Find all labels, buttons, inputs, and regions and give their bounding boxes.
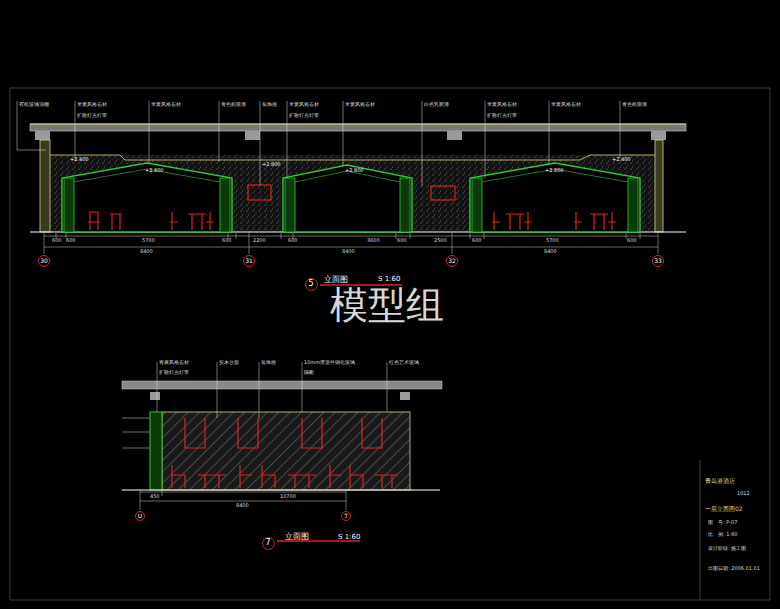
axis-bubble: U: [135, 511, 145, 521]
dimension: 600: [66, 238, 76, 243]
node-label: 7: [265, 539, 270, 547]
callout-text: 装饰画: [261, 360, 276, 365]
title-block-text: 出图日期: 2006.01.01: [708, 566, 760, 571]
dimension: 2500: [434, 238, 447, 243]
dimension: 8400: [140, 249, 153, 254]
callout-text: 青麻风格石材: [159, 360, 189, 365]
dimension: 600: [472, 238, 482, 243]
dimension: 5700: [142, 238, 155, 243]
dimension: 600: [627, 238, 637, 243]
callout-text: 扩散灯光灯带: [289, 113, 319, 118]
axis-bubble: T: [341, 511, 351, 521]
dimension: 600: [222, 238, 232, 243]
axis-bubble: 32: [446, 255, 458, 267]
callout-text: 实木台面: [219, 360, 239, 365]
dimension: 8400: [236, 503, 249, 508]
callout-text: 白色乳胶漆: [424, 102, 449, 107]
watermark: 模型组: [330, 286, 444, 324]
dimension: 3600: [367, 238, 380, 243]
callout-text: 隔断: [304, 370, 314, 375]
dimension: 10700: [280, 494, 296, 499]
level-mark: +2.800: [145, 168, 164, 173]
callout-text: 扩散灯光灯带: [487, 113, 517, 118]
node-label: 33: [654, 258, 662, 264]
level-mark: +2.800: [545, 168, 564, 173]
node-label: U: [138, 513, 142, 519]
callout-text: 青色机喷漆: [622, 102, 647, 107]
node-label: 31: [245, 258, 253, 264]
dimension: 600: [397, 238, 407, 243]
top-elevation: [17, 101, 686, 285]
callout-text: 10mm厚室外钢化玻璃: [304, 360, 355, 365]
node-label: 5: [308, 280, 313, 288]
callout-text: 扩散灯光灯带: [159, 370, 189, 375]
callout-text: 红色艺术玻璃: [389, 360, 419, 365]
axis-bubble: 7: [262, 537, 275, 550]
title-block-text: 设计阶段: 施工图: [708, 546, 746, 551]
callout-text: 米黄风格石材: [551, 102, 581, 107]
title-block-text: 青岛港酒店: [705, 478, 735, 484]
callout-text: 米黄风格石材: [77, 102, 107, 107]
level-mark: +2.400: [612, 157, 631, 162]
view-scale: S 1:60: [338, 534, 360, 541]
callout-text: 有机玻璃顶棚: [19, 102, 49, 107]
dimension: 600: [288, 238, 298, 243]
level-mark: +2.400: [70, 157, 89, 162]
dimension: 600: [52, 238, 62, 243]
dimension: 5700: [546, 238, 559, 243]
node-label: 30: [40, 258, 48, 264]
dimension: 8400: [544, 249, 557, 254]
title-block-text: 图 号: P-07: [708, 520, 737, 525]
callout-text: 米黄风格石材: [487, 102, 517, 107]
title-block-text: 比 例: 1:60: [708, 532, 738, 537]
node-label: T: [344, 513, 348, 519]
callout-text: 装饰画: [262, 102, 277, 107]
view-title: 立面图: [285, 533, 309, 541]
sheet-border: [10, 88, 770, 600]
dimension: 450: [150, 494, 160, 499]
node-label: 32: [448, 258, 456, 264]
view-title: 立面图: [324, 276, 348, 284]
view-scale: S 1:60: [378, 276, 400, 283]
callout-text: 米黄风格石材: [151, 102, 181, 107]
bottom-elevation: [122, 362, 442, 541]
dimension: 2200: [253, 238, 266, 243]
callout-text: 米黄风格石材: [345, 102, 375, 107]
axis-bubble: 5: [305, 278, 318, 291]
callout-text: 扩散灯光灯带: [77, 113, 107, 118]
title-block-text: 一层立面图02: [705, 506, 743, 512]
dimension: 8400: [342, 249, 355, 254]
axis-bubble: 33: [652, 255, 664, 267]
callout-text: 青色机喷漆: [221, 102, 246, 107]
level-mark: +2.800: [345, 168, 364, 173]
axis-bubble: 31: [243, 255, 255, 267]
level-mark: +2.800: [262, 162, 281, 167]
title-block-text: 1012: [737, 491, 750, 496]
axis-bubble: 30: [38, 255, 50, 267]
callout-text: 米黄风格石材: [289, 102, 319, 107]
